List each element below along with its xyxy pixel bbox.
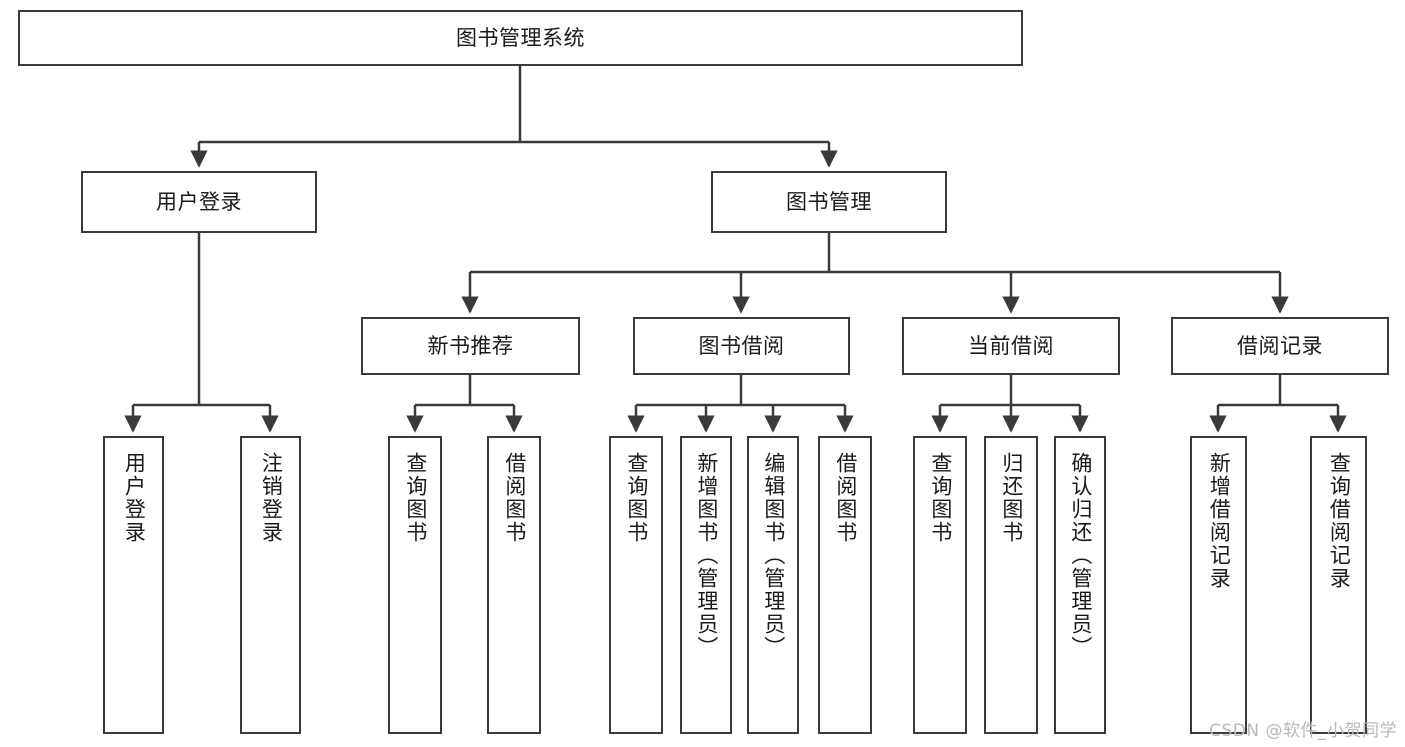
node-leaf-query-book-1[interactable]: 查询图书	[388, 436, 442, 734]
node-leaf-add-borrow-record-label: 新增借阅记录	[1207, 452, 1232, 590]
node-leaf-add-borrow-record[interactable]: 新增借阅记录	[1190, 436, 1247, 734]
node-leaf-borrow-book-1[interactable]: 借阅图书	[487, 436, 541, 734]
node-leaf-confirm-return[interactable]: 确认归还（管理员）	[1054, 436, 1106, 734]
node-leaf-confirm-return-label: 确认归还（管理员）	[1068, 452, 1093, 659]
node-current-borrow[interactable]: 当前借阅	[902, 317, 1120, 375]
node-user-login[interactable]: 用户登录	[81, 171, 317, 233]
node-leaf-user-login-label: 用户登录	[122, 452, 147, 544]
node-leaf-borrow-book-2[interactable]: 借阅图书	[818, 436, 872, 734]
node-current-borrow-label: 当前借阅	[968, 333, 1054, 358]
node-leaf-query-book-1-label: 查询图书	[403, 452, 428, 544]
node-leaf-logout-label: 注销登录	[259, 452, 284, 544]
node-leaf-borrow-book-2-label: 借阅图书	[833, 452, 858, 544]
node-leaf-query-borrow-record[interactable]: 查询借阅记录	[1310, 436, 1367, 734]
node-root-label: 图书管理系统	[456, 25, 585, 50]
node-leaf-query-book-2-label: 查询图书	[624, 452, 649, 544]
node-new-book-recommend-label: 新书推荐	[427, 333, 514, 358]
watermark-text: CSDN @软件_小贺同学	[1209, 721, 1397, 741]
node-leaf-query-book-2[interactable]: 查询图书	[609, 436, 663, 734]
node-leaf-add-book[interactable]: 新增图书（管理员）	[680, 436, 732, 734]
node-book-manage-label: 图书管理	[786, 189, 872, 214]
node-user-login-label: 用户登录	[156, 189, 242, 214]
node-leaf-logout[interactable]: 注销登录	[240, 436, 301, 734]
node-leaf-edit-book-label: 编辑图书（管理员）	[761, 452, 786, 659]
node-book-borrow-label: 图书借阅	[698, 333, 785, 358]
node-borrow-record[interactable]: 借阅记录	[1171, 317, 1389, 375]
node-leaf-add-book-label: 新增图书（管理员）	[694, 452, 719, 659]
node-leaf-return-book[interactable]: 归还图书	[984, 436, 1038, 734]
node-leaf-edit-book[interactable]: 编辑图书（管理员）	[747, 436, 799, 734]
node-leaf-query-book-3-label: 查询图书	[928, 452, 953, 544]
node-root[interactable]: 图书管理系统	[18, 10, 1023, 66]
node-new-book-recommend[interactable]: 新书推荐	[361, 317, 580, 375]
node-leaf-borrow-book-1-label: 借阅图书	[502, 452, 527, 544]
node-leaf-return-book-label: 归还图书	[999, 452, 1024, 544]
node-book-manage[interactable]: 图书管理	[711, 171, 947, 233]
node-leaf-query-borrow-record-label: 查询借阅记录	[1327, 452, 1352, 590]
node-borrow-record-label: 借阅记录	[1237, 333, 1323, 358]
node-leaf-query-book-3[interactable]: 查询图书	[913, 436, 967, 734]
node-book-borrow[interactable]: 图书借阅	[633, 317, 850, 375]
node-leaf-user-login[interactable]: 用户登录	[103, 436, 164, 734]
